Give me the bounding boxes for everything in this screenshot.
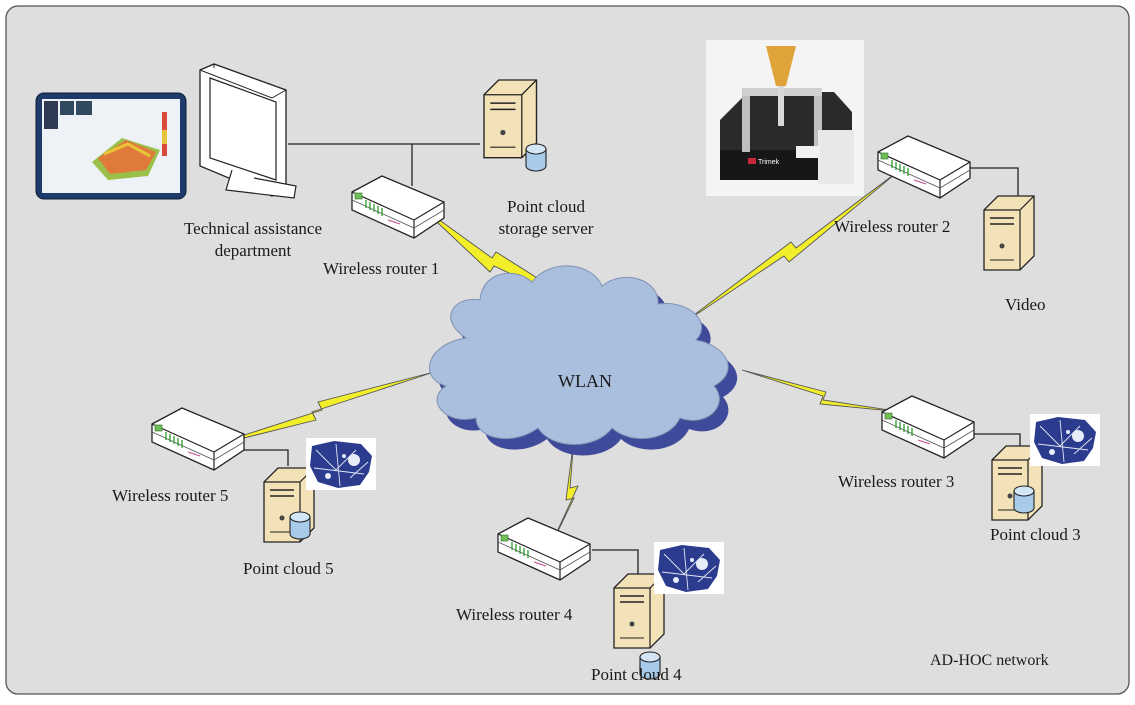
wireless-router-5-label: Wireless router 5 <box>112 486 229 505</box>
wireless-router-3-label: Wireless router 3 <box>838 472 955 491</box>
storage-server-label-line2: storage server <box>498 219 594 238</box>
video-label: Video <box>1005 295 1046 314</box>
point-cloud-4-label: Point cloud 4 <box>591 665 682 684</box>
wireless-router-1-label: Wireless router 1 <box>323 259 440 278</box>
software-screenshot-image <box>35 92 187 200</box>
technical-assistance-label-line1: Technical assistance <box>183 219 323 238</box>
point-cloud-3-label: Point cloud 3 <box>990 525 1081 544</box>
wlan-label: WLAN <box>558 371 612 391</box>
monitor-icon <box>199 63 297 199</box>
point-cloud-5-scan-image <box>305 437 377 491</box>
wireless-router-2-label: Wireless router 2 <box>834 217 951 236</box>
video-server-icon <box>983 195 1035 271</box>
cmm-brand-text: Trimek <box>758 159 780 166</box>
point-cloud-4-scan-image <box>653 541 725 595</box>
point-cloud-3-scan-image <box>1029 413 1101 467</box>
technical-assistance-label-line2: department <box>214 241 292 260</box>
storage-server-label: Point cloud storage server <box>474 196 618 240</box>
point-cloud-5-label: Point cloud 5 <box>243 559 334 578</box>
database-icon <box>289 511 311 540</box>
wlan-cloud <box>429 265 738 456</box>
cmm-machine-photo <box>706 40 864 196</box>
storage-server-label-line1: Point cloud <box>507 197 585 216</box>
database-icon <box>1013 485 1035 514</box>
technical-assistance-label: Technical assistance department <box>158 218 348 262</box>
wireless-router-4-label: Wireless router 4 <box>456 605 573 624</box>
database-icon <box>525 143 547 172</box>
ad-hoc-network-label: AD-HOC network <box>930 652 1049 669</box>
